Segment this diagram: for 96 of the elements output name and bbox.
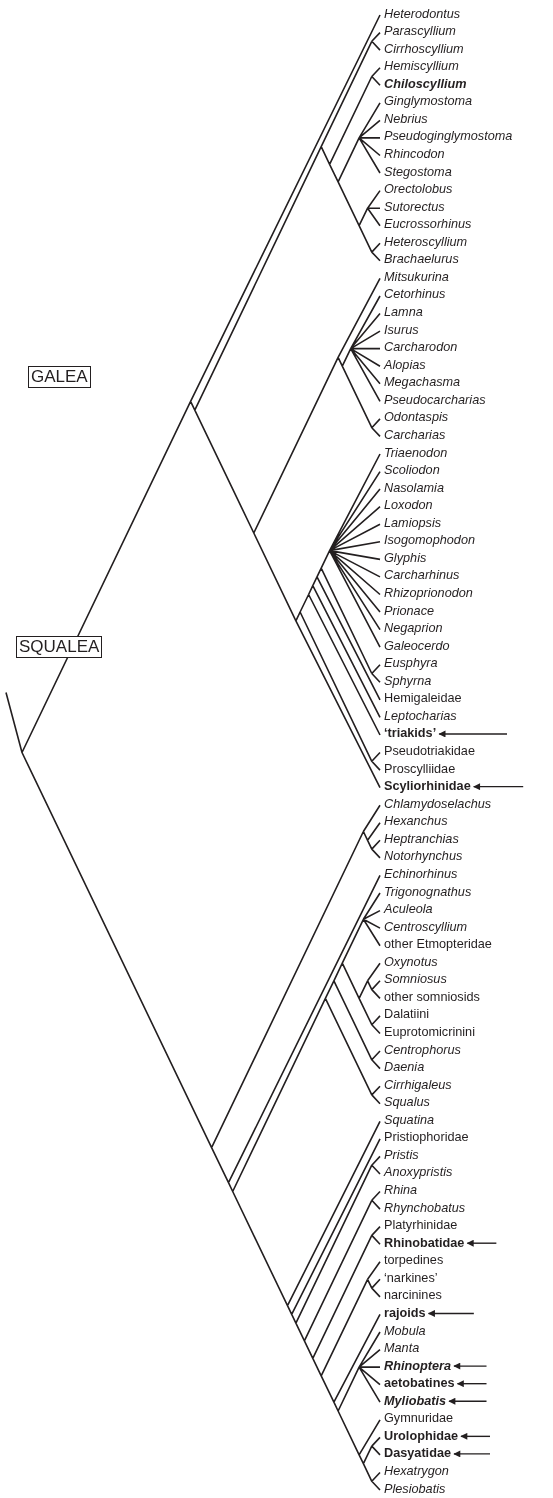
taxon-name: Rhynchobatus [384, 1200, 466, 1216]
taxon-name: Megachasma [384, 375, 461, 391]
clade-label: GALEA [28, 366, 91, 388]
taxon-name: Squalus [384, 1095, 430, 1111]
clade-label: SQUALEA [16, 636, 103, 658]
taxon-name: Trigonognathus [384, 884, 472, 900]
taxon-name: Pristiophoridae [384, 1130, 469, 1146]
taxon-name: Squatina [384, 1112, 435, 1128]
taxon-name: Eucrossorhinus [384, 217, 472, 233]
taxon-name: Hemigaleidae [384, 691, 462, 707]
taxon-name: Ginglymostoma [384, 94, 473, 110]
taxon-name: narcinines [384, 1288, 442, 1304]
taxon-name: Pseudotriakidae [384, 744, 475, 759]
taxon-name: Dalatiini [384, 1007, 430, 1023]
taxon-name: ‘triakids’ [384, 726, 437, 742]
taxon-name: Odontaspis [384, 410, 449, 426]
taxon-name: Hexatrygon [384, 1463, 449, 1479]
arrow [473, 783, 524, 791]
taxon-name: Isurus [384, 322, 419, 338]
taxon-name: Cirrhigaleus [384, 1077, 452, 1093]
taxon-name: Chlamydoselachus [384, 796, 492, 812]
taxon-name: Prionace [384, 603, 435, 619]
taxon-name: Scyliorhinidae [384, 779, 471, 795]
taxon-name: Dasyatidae [384, 1446, 451, 1462]
taxon-name: Rhinobatidae [384, 1235, 465, 1251]
taxon-name: Orectolobus [384, 182, 453, 198]
taxon-name: Manta [384, 1341, 420, 1357]
taxon-name: Glyphis [384, 550, 427, 566]
arrow [453, 1450, 491, 1458]
taxon-name: Lamiopsis [384, 515, 442, 531]
taxon-name: Pseudocarcharias [384, 392, 486, 408]
taxon-name: Negaprion [384, 621, 443, 637]
taxon-name: Cirrhoscyllium [384, 41, 464, 57]
taxon-name: Carcharodon [384, 340, 458, 356]
taxon-name: Gymnuridae [384, 1411, 454, 1427]
taxon-name: Nasolamia [384, 480, 444, 496]
taxon-name: Chiloscyllium [384, 76, 467, 92]
taxon-name: Rhinoptera [384, 1358, 451, 1374]
taxon-name: Pseudoginglymostoma [384, 129, 513, 145]
taxon-name: Platyrhinidae [384, 1218, 458, 1234]
taxon-name: Triaenodon [384, 445, 448, 461]
taxon-name: Carcharias [384, 427, 446, 443]
taxon-name: Sphyrna [384, 673, 432, 689]
taxon-name: Centrophorus [384, 1042, 461, 1058]
taxon-name: Rhincodon [384, 146, 445, 162]
taxon-name: Heptranchias [384, 831, 459, 847]
taxon-name: Leptocharias [384, 708, 457, 724]
taxon-name: Rhina [384, 1183, 418, 1198]
taxon-name: Scoliodon [384, 463, 440, 479]
taxon-name: Cetorhinus [384, 287, 446, 303]
taxon-name: Rhizoprionodon [384, 585, 473, 601]
taxon-name: Echinorhinus [384, 866, 458, 882]
taxon-name: torpedines [384, 1253, 444, 1269]
taxon-name: Notorhynchus [384, 849, 463, 865]
taxon-name: Eusphyra [384, 656, 438, 672]
taxon-name: Myliobatis [384, 1393, 447, 1409]
taxon-name: Proscylliidae [384, 761, 456, 777]
taxon-name: Plesiobatis [384, 1481, 446, 1497]
arrow [438, 730, 508, 738]
taxon-name: Anoxypristis [384, 1165, 453, 1181]
taxon-name: Brachaelurus [384, 252, 459, 268]
taxon-name: Loxodon [384, 498, 433, 514]
taxon-name: Mobula [384, 1323, 426, 1339]
taxon-name: Somniosus [384, 972, 447, 988]
taxon-name: Sutorectus [384, 199, 445, 215]
taxon-name: Carcharhinus [384, 568, 460, 584]
taxon-name: aetobatines [384, 1376, 455, 1392]
taxon-name: Hemiscyllium [384, 59, 459, 75]
taxon-name: rajoids [384, 1305, 426, 1321]
taxon-name: Centroscyllium [384, 919, 468, 935]
taxon-name: Nebrius [384, 111, 428, 127]
taxon-name: Hexanchus [384, 814, 448, 830]
arrow [453, 1362, 488, 1370]
arrow [460, 1432, 491, 1440]
taxon-name: Alopias [384, 357, 426, 373]
taxon-name: Stegostoma [384, 164, 452, 180]
arrow [427, 1309, 475, 1317]
taxon-name: Daenia [384, 1060, 425, 1076]
taxon-name: Parascyllium [384, 24, 456, 40]
taxon-name: Mitsukurina [384, 269, 449, 285]
arrow [466, 1239, 498, 1247]
arrow [448, 1397, 488, 1405]
taxon-name: other Etmopteridae [384, 937, 492, 953]
arrow [456, 1380, 488, 1388]
taxon-name: other somniosids [384, 989, 480, 1005]
taxon-name: Euprotomicrinini [384, 1024, 475, 1040]
taxon-name: ‘narkines’ [384, 1270, 438, 1286]
taxon-name: Lamna [384, 305, 423, 320]
taxon-name: Oxynotus [384, 954, 438, 970]
taxon-name: Heterodontus [384, 6, 461, 22]
taxon-name: Aculeola [384, 902, 433, 918]
taxon-name: Pristis [384, 1147, 419, 1163]
taxon-name: Heteroscyllium [384, 234, 468, 250]
taxon-name: Galeocerdo [384, 638, 450, 654]
taxon-name: Isogomophodon [384, 533, 475, 549]
taxon-name: Urolophidae [384, 1428, 458, 1444]
